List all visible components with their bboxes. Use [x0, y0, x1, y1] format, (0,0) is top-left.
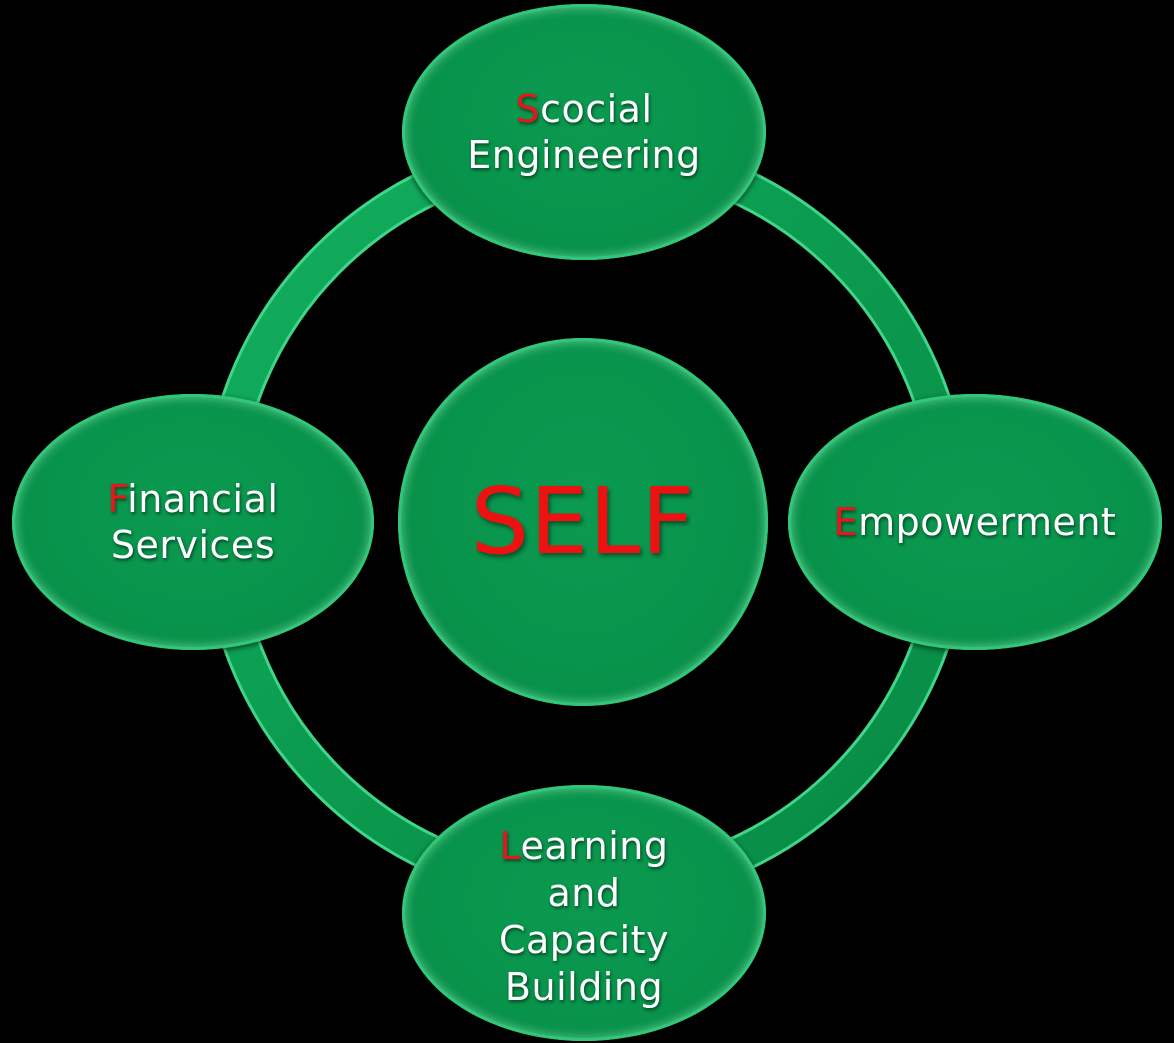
word-rest: inancial [127, 477, 279, 521]
initial-letter: S [515, 87, 541, 131]
node-social-engineering-line1: Scocial [515, 86, 652, 132]
word-rest: earning [520, 824, 669, 868]
node-learning-line1: Learning [500, 823, 669, 870]
initial-letter: L [499, 824, 521, 868]
initial-letter: E [833, 500, 859, 544]
node-empowerment-line1: Empowerment [834, 499, 1117, 545]
node-social-engineering: Scocial Engineering [402, 4, 766, 260]
word-rest: cocial [540, 87, 653, 131]
node-learning-line3: Capacity [498, 918, 670, 962]
initial-letter: F [107, 477, 128, 521]
node-financial-services-line1: Financial [108, 476, 279, 522]
node-center-self: SELF [398, 338, 768, 706]
node-learning-line4: Building [504, 965, 664, 1009]
node-learning-capacity-building: Learning and Capacity Building [402, 785, 766, 1041]
node-social-engineering-line2: Engineering [467, 133, 701, 177]
node-financial-services: Financial Services [12, 394, 374, 650]
center-label: SELF [470, 468, 696, 575]
node-financial-services-line2: Services [110, 523, 276, 567]
node-empowerment: Empowerment [788, 394, 1162, 650]
node-learning-line2: and [547, 871, 621, 915]
word-rest: mpowerment [858, 500, 1117, 544]
